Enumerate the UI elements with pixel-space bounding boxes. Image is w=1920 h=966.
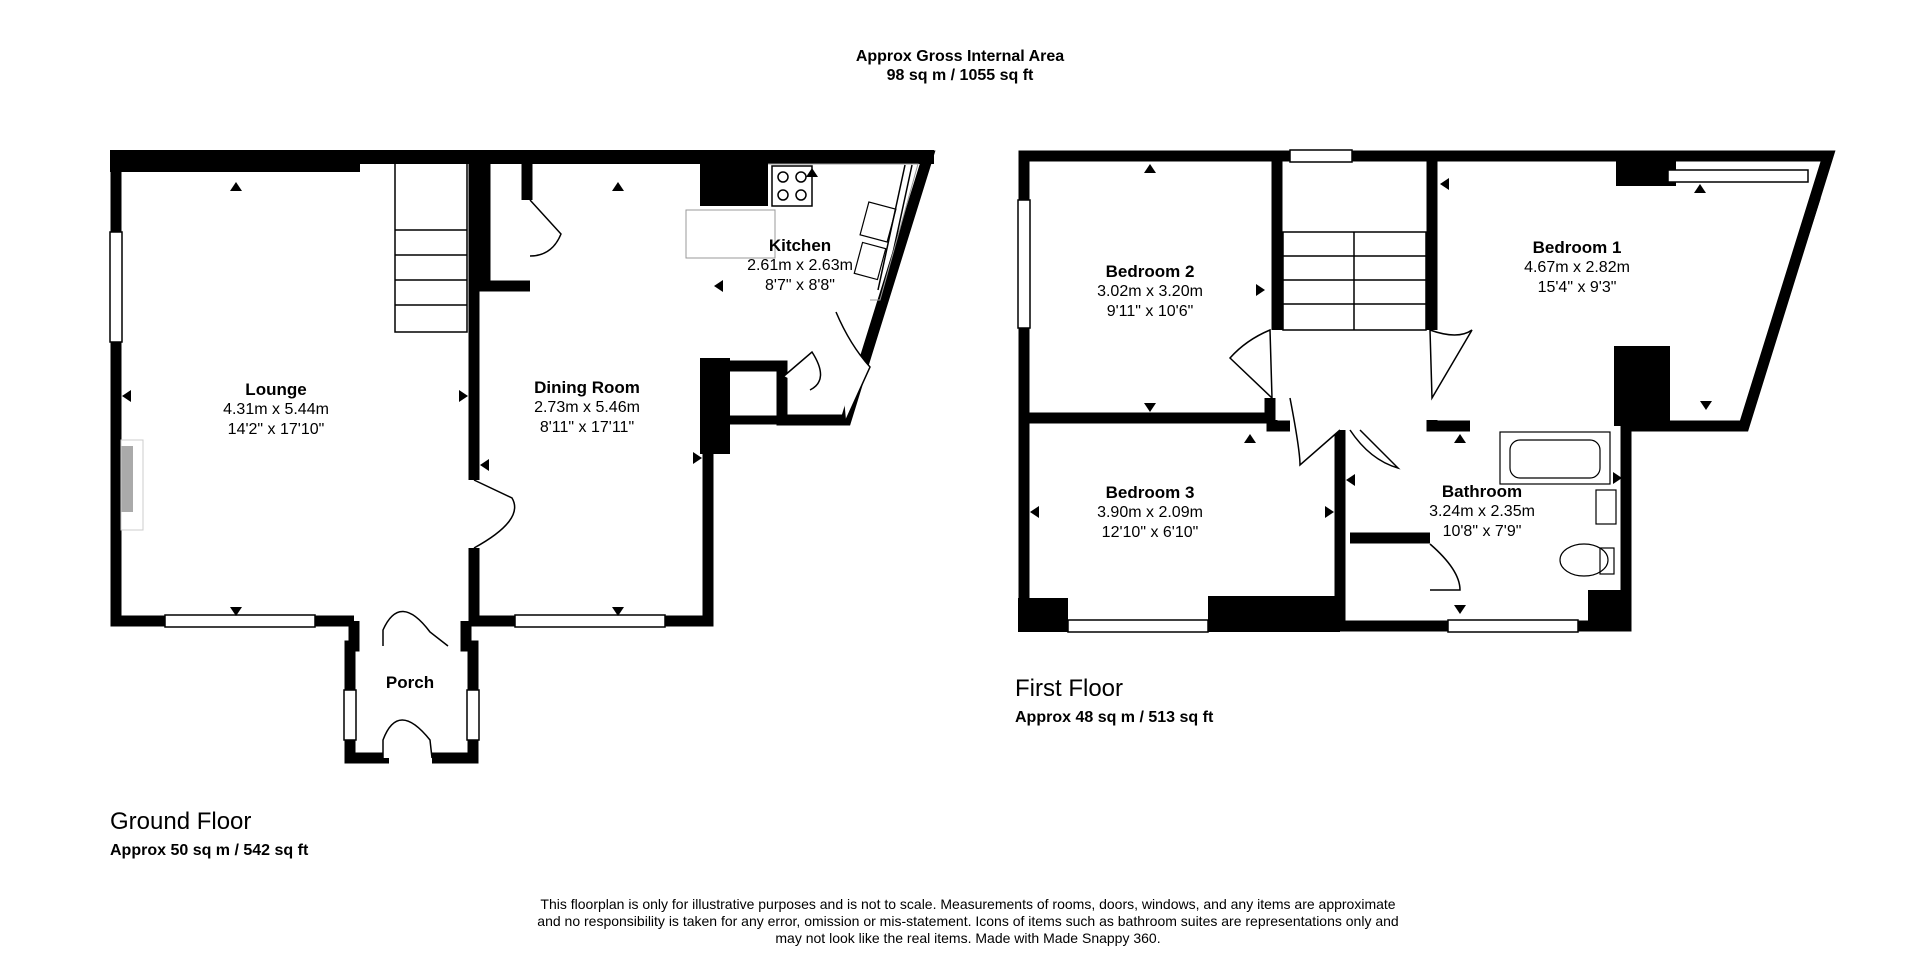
room-dimensions-metric: 2.73m x 5.46m <box>534 399 640 416</box>
bath <box>1499 431 1611 485</box>
stair-cupboard-wall <box>479 156 530 292</box>
room-name: Bathroom <box>1441 482 1523 501</box>
ground-floor-wall-blocks <box>110 150 934 454</box>
porch-wall <box>344 621 479 764</box>
room-name: Porch <box>385 673 435 692</box>
landing-wall <box>1266 420 1290 432</box>
room-dimensions-imperial: 8'7" x 8'8" <box>765 277 835 294</box>
ground-floor-area: Approx 50 sq m / 542 sq ft <box>110 842 309 859</box>
kitchen-units <box>685 163 919 301</box>
ground-doors <box>382 199 871 759</box>
bedroom1-wall-bottom <box>1426 420 1470 432</box>
room-dimensions-imperial: 10'8" x 7'9" <box>1442 523 1522 540</box>
room-name: Bedroom 2 <box>1105 262 1195 281</box>
room-name: Bedroom 1 <box>1532 238 1622 257</box>
gross-area-label: Approx Gross Internal Area <box>855 48 1065 65</box>
room-dimensions-metric: 4.67m x 2.82m <box>1524 259 1630 276</box>
first-stairs <box>1282 231 1427 331</box>
ground-floor-title: Ground Floor <box>110 808 252 835</box>
washbasin <box>1595 489 1617 525</box>
room-label-kitchen: Kitchen 2.61m x 2.63m 8'7" x 8'8" <box>747 236 853 296</box>
room-label-bathroom: Bathroom 3.24m x 2.35m 10'8" x 7'9" <box>1429 482 1535 542</box>
ground-dimension-arrows <box>122 168 818 616</box>
room-dimensions-imperial: 9'11" x 10'6" <box>1106 303 1194 320</box>
first-doors <box>1228 328 1473 591</box>
first-floor-wall-blocks <box>1018 156 1676 632</box>
room-label-lounge: Lounge 4.31m x 5.44m 14'2" x 17'10" <box>223 380 329 440</box>
room-name: Kitchen <box>768 236 832 255</box>
first-floor-title: First Floor <box>1015 675 1123 702</box>
bathroom-suite <box>1499 431 1617 577</box>
room-label-dining-room: Dining Room 2.73m x 5.46m 8'11" x 17'11" <box>534 378 640 438</box>
first-floor-area: Approx 48 sq m / 513 sq ft <box>1015 709 1214 726</box>
room-dimensions-imperial: 8'11" x 17'11" <box>539 419 635 436</box>
kitchen-hob <box>771 165 813 207</box>
room-dimensions-metric: 4.31m x 5.44m <box>223 401 329 418</box>
ground-stairs <box>394 161 468 333</box>
room-name: Lounge <box>245 380 307 399</box>
room-name: Dining Room <box>534 378 640 397</box>
disclaimer-line-2: and no responsibility is taken for any e… <box>537 913 1399 929</box>
room-label-bedroom-2: Bedroom 2 3.02m x 3.20m 9'11" x 10'6" <box>1097 262 1203 322</box>
room-label-porch: Porch <box>386 673 434 693</box>
room-dimensions-metric: 3.02m x 3.20m <box>1097 283 1203 300</box>
kitchen-sink <box>853 201 897 281</box>
first-windows <box>1017 149 1821 633</box>
room-dimensions-metric: 3.24m x 2.35m <box>1429 503 1535 520</box>
room-dimensions-metric: 3.90m x 2.09m <box>1097 504 1203 521</box>
room-dimensions-imperial: 14'2" x 17'10" <box>227 421 325 438</box>
first-dimension-arrows <box>1030 164 1712 614</box>
first-floor-plan <box>1018 150 1836 632</box>
fireplace <box>121 446 133 512</box>
disclaimer-line-3: may not look like the real items. Made w… <box>775 930 1161 946</box>
gross-area-value: 98 sq m / 1055 sq ft <box>886 67 1034 84</box>
room-dimensions-imperial: 15'4" x 9'3" <box>1537 279 1617 296</box>
room-dimensions-imperial: 12'10" x 6'10" <box>1101 524 1199 541</box>
toilet <box>1559 543 1609 577</box>
room-label-bedroom-3: Bedroom 3 3.90m x 2.09m 12'10" x 6'10" <box>1097 483 1203 543</box>
disclaimer-line-1: This floorplan is only for illustrative … <box>540 896 1396 912</box>
fireplace-hearth <box>120 439 144 531</box>
first-floor-outer-wall <box>1018 150 1836 632</box>
room-dimensions-metric: 2.61m x 2.63m <box>747 257 853 274</box>
room-name: Bedroom 3 <box>1105 483 1195 502</box>
room-label-bedroom-1: Bedroom 1 4.67m x 2.82m 15'4" x 9'3" <box>1524 238 1630 298</box>
bedroom2-wall <box>1024 398 1276 424</box>
